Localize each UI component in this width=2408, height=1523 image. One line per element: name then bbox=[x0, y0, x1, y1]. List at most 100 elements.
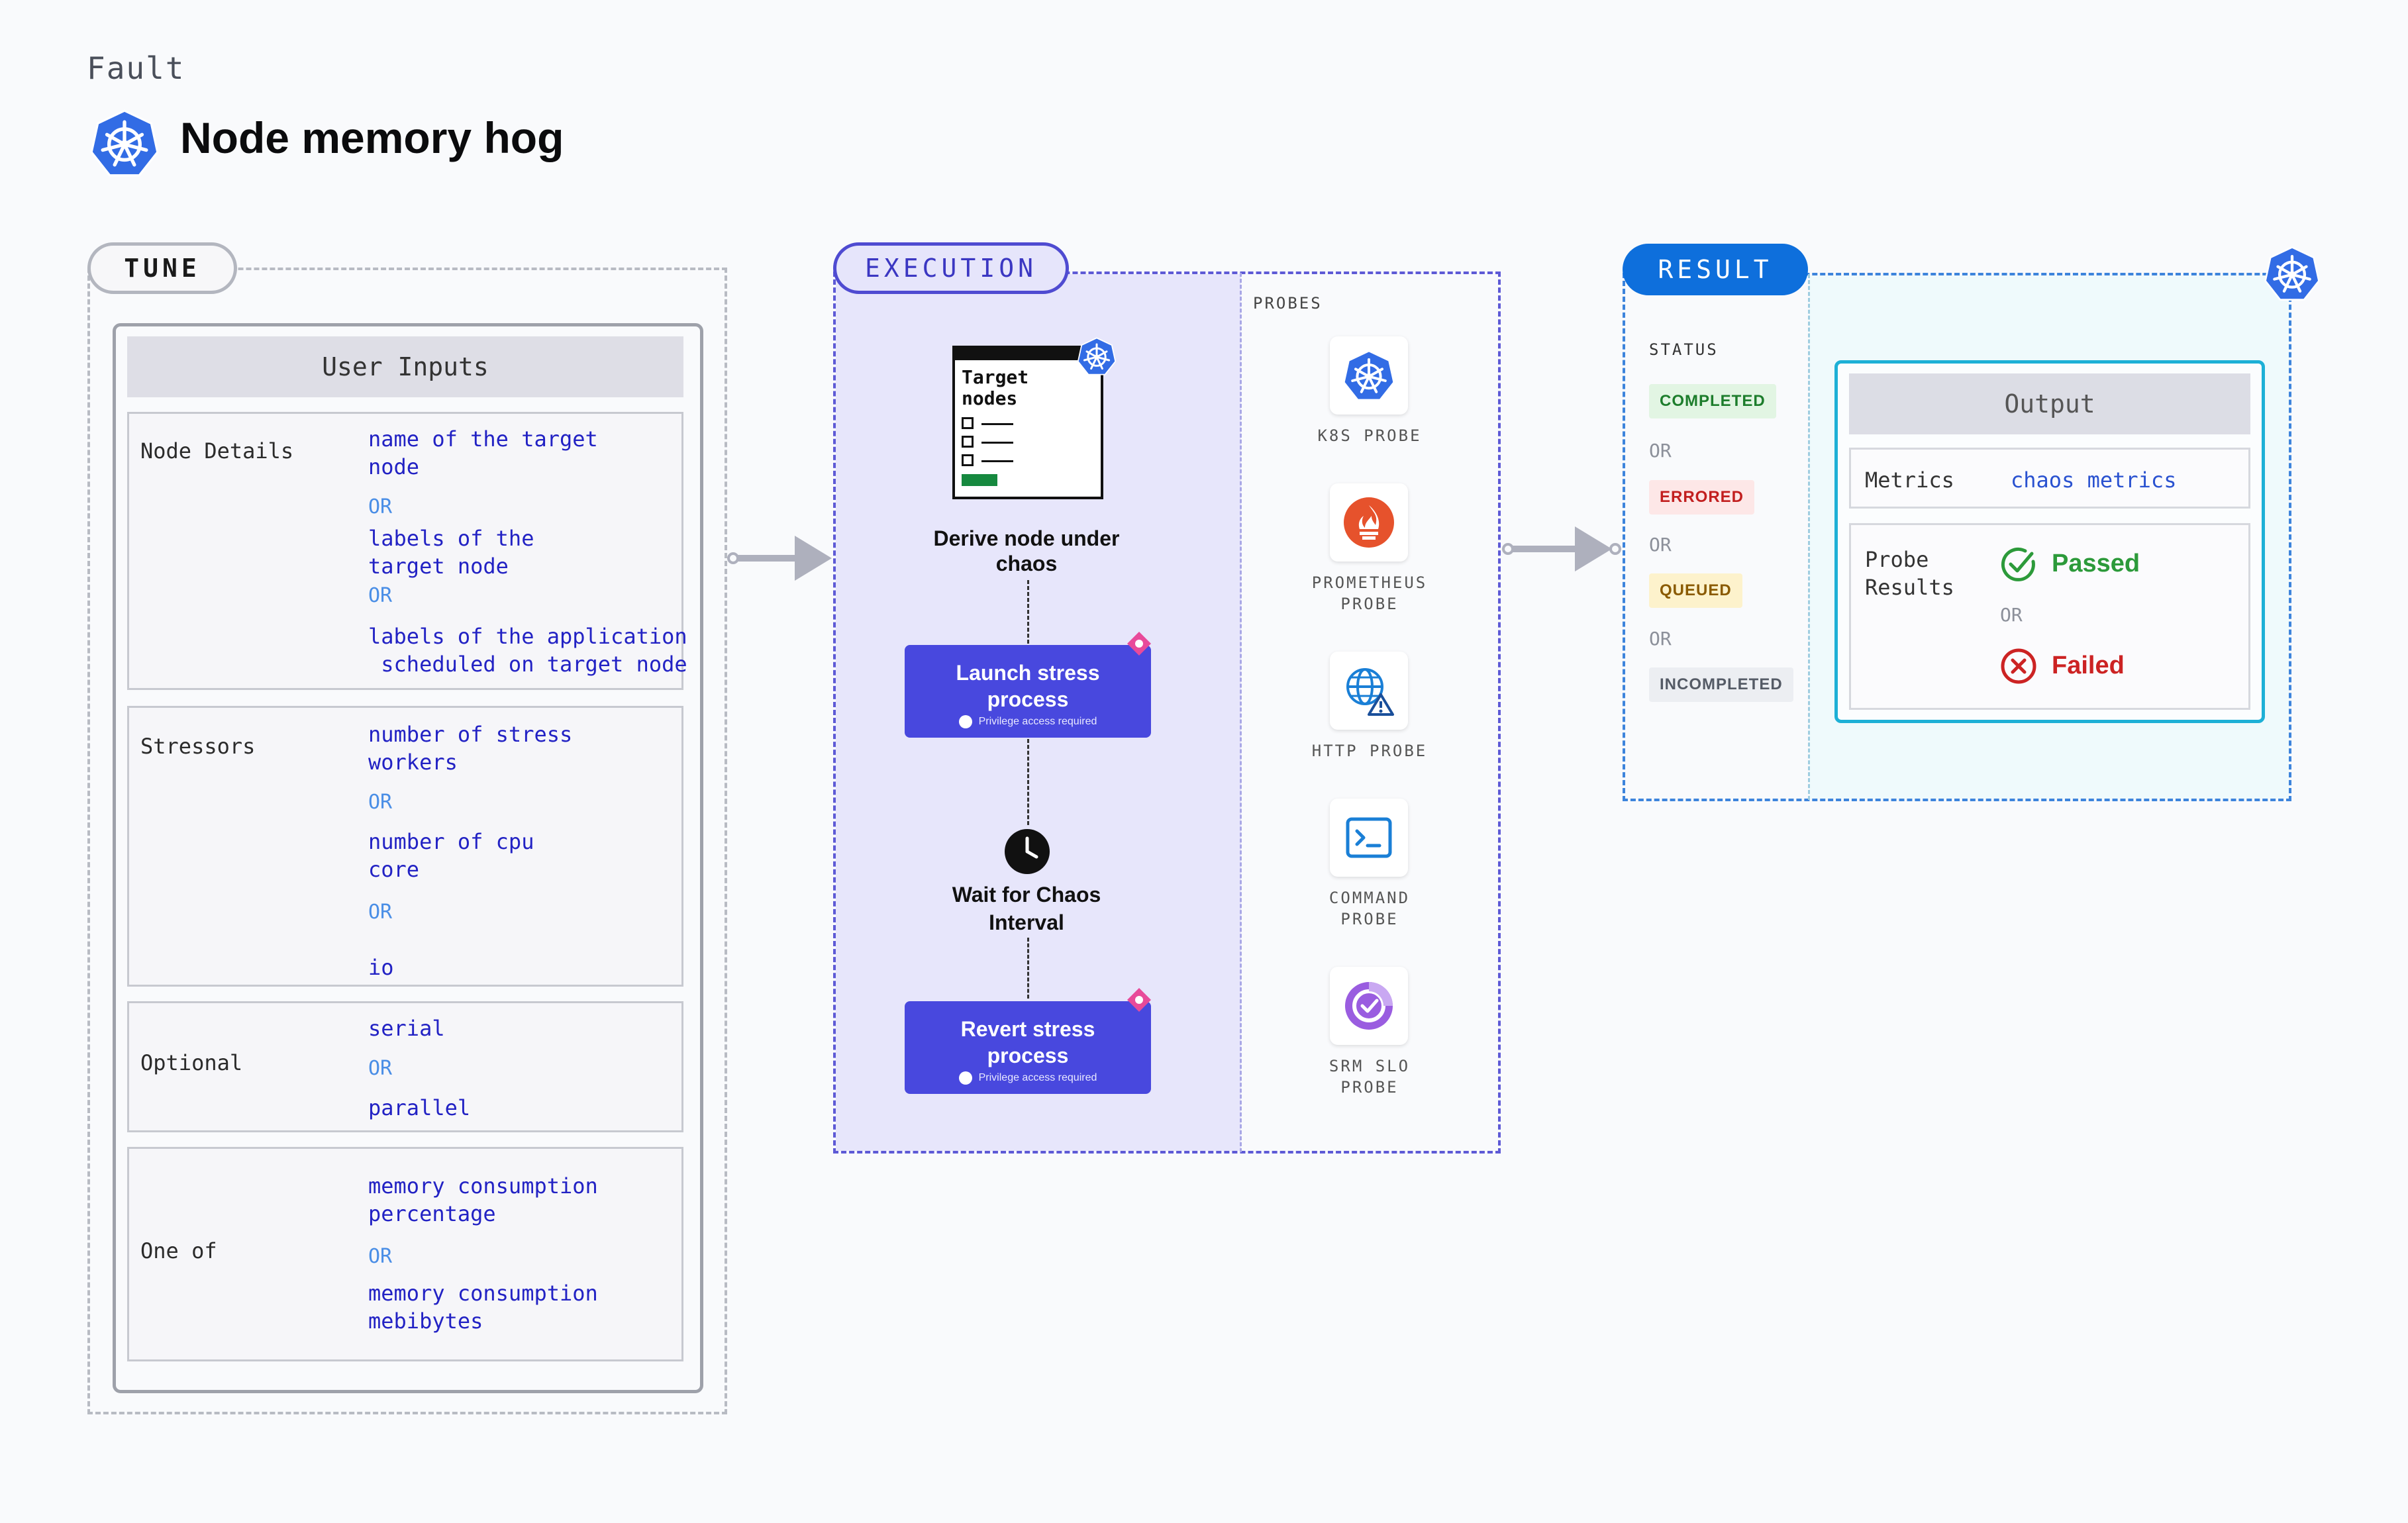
or-label: OR bbox=[1649, 628, 1672, 650]
lock-icon bbox=[958, 1071, 972, 1085]
prometheus-probe-tile bbox=[1330, 483, 1408, 562]
probe-name: PROMETHEUS PROBE bbox=[1311, 573, 1428, 613]
failed-label: Failed bbox=[2052, 652, 2125, 679]
stressors-group bbox=[127, 706, 683, 987]
passed-label: Passed bbox=[2052, 550, 2140, 577]
srm-slo-icon bbox=[1345, 982, 1393, 1030]
or-label: OR bbox=[368, 1245, 393, 1268]
execution-section bbox=[833, 271, 1501, 1154]
probe-name: K8S PROBE bbox=[1317, 426, 1422, 445]
probe-name: SRM SLO PROBE bbox=[1329, 1057, 1411, 1097]
page-title: Node memory hog bbox=[180, 113, 564, 162]
privilege-note: Privilege access required bbox=[905, 1071, 1151, 1085]
stressors-option: number of cpu core bbox=[368, 829, 534, 882]
one-of-option: memory consumption percentage bbox=[368, 1173, 598, 1226]
privilege-note: Privilege access required bbox=[905, 715, 1151, 728]
metrics-value: chaos metrics bbox=[2011, 467, 2177, 493]
node-details-group bbox=[127, 412, 683, 690]
step-launch-label: Launch stress process bbox=[956, 661, 1100, 711]
or-label: OR bbox=[2000, 604, 2023, 626]
optional-option: parallel bbox=[368, 1095, 471, 1120]
target-card-titlebar bbox=[955, 348, 1101, 360]
or-label: OR bbox=[368, 495, 393, 518]
check-circle-icon bbox=[2001, 547, 2035, 581]
step-wait-interval: Wait for Chaos Interval bbox=[952, 883, 1101, 934]
output-title: Output bbox=[1849, 373, 2250, 434]
target-nodes-card bbox=[952, 346, 1103, 499]
lock-icon bbox=[958, 715, 972, 728]
checkbox-icon bbox=[962, 436, 974, 448]
kubernetes-icon bbox=[1077, 336, 1117, 376]
result-pill: RESULT bbox=[1623, 244, 1808, 295]
metrics-row bbox=[1849, 448, 2250, 509]
or-label: OR bbox=[1649, 534, 1672, 556]
flow-connector bbox=[1027, 938, 1029, 999]
metrics-label: Metrics bbox=[1865, 467, 1954, 493]
target-nodes-label: Target nodes bbox=[962, 366, 1029, 409]
list-line bbox=[981, 460, 1013, 462]
optional-label: Optional bbox=[140, 1050, 243, 1075]
one-of-label: One of bbox=[140, 1238, 217, 1263]
result-divider bbox=[1808, 274, 1810, 800]
flow-arrow-line bbox=[1513, 546, 1576, 552]
status-badge-completed: COMPLETED bbox=[1649, 384, 1776, 418]
list-line bbox=[981, 423, 1013, 425]
or-label: OR bbox=[368, 584, 393, 607]
status-label: STATUS bbox=[1649, 340, 1719, 359]
probe-name: HTTP PROBE bbox=[1311, 742, 1428, 760]
probe-results-row bbox=[1849, 523, 2250, 710]
list-line bbox=[981, 442, 1013, 444]
command-probe-tile bbox=[1330, 799, 1408, 877]
probe-name: COMMAND PROBE bbox=[1329, 889, 1411, 928]
optional-group bbox=[127, 1001, 683, 1132]
prometheus-icon bbox=[1344, 497, 1394, 548]
stressors-option: io bbox=[368, 955, 394, 980]
node-details-option: name of the target node bbox=[368, 426, 598, 479]
tune-pill: TUNE bbox=[87, 242, 237, 294]
step-launch-stress: Launch stress process Privilege access r… bbox=[905, 645, 1151, 738]
kubernetes-icon bbox=[89, 108, 160, 178]
k8s-probe-tile bbox=[1330, 336, 1408, 415]
probes-label: PROBES bbox=[1253, 294, 1323, 313]
status-bar bbox=[962, 474, 997, 486]
connector-dot bbox=[1609, 543, 1621, 555]
or-label: OR bbox=[368, 791, 393, 814]
flow-connector bbox=[1027, 580, 1029, 644]
one-of-option: memory consumption mebibytes bbox=[368, 1281, 598, 1334]
x-circle-icon bbox=[2001, 648, 2036, 684]
node-details-option: labels of the application scheduled on t… bbox=[368, 624, 687, 677]
step-derive-node: Derive node under chaos bbox=[933, 526, 1120, 575]
status-badge-queued: QUEUED bbox=[1649, 573, 1742, 608]
execution-pill: EXECUTION bbox=[833, 242, 1069, 294]
step-revert-label: Revert stress process bbox=[960, 1017, 1095, 1067]
step-revert-stress: Revert stress process Privilege access r… bbox=[905, 1001, 1151, 1094]
probe-results-label: Probe Results bbox=[1865, 547, 1954, 600]
flow-arrow-line bbox=[738, 555, 797, 562]
tune-section bbox=[87, 268, 727, 1414]
checkbox-icon bbox=[962, 454, 974, 466]
status-badge-incompleted: INCOMPLETED bbox=[1649, 667, 1793, 702]
or-label: OR bbox=[368, 901, 393, 924]
chaos-icon bbox=[1127, 632, 1151, 656]
fault-kicker: Fault bbox=[87, 50, 185, 86]
optional-option: serial bbox=[368, 1016, 445, 1041]
kubernetes-icon bbox=[1342, 350, 1395, 401]
privilege-note-text: Privilege access required bbox=[978, 1072, 1097, 1083]
stressors-label: Stressors bbox=[140, 734, 256, 759]
flow-connector bbox=[1027, 739, 1029, 825]
flow-arrow-head bbox=[795, 536, 832, 581]
http-probe-tile bbox=[1330, 652, 1408, 730]
privilege-note-text: Privilege access required bbox=[978, 716, 1097, 727]
node-details-option: labels of the target node bbox=[368, 526, 534, 579]
kubernetes-icon bbox=[2264, 245, 2321, 302]
flow-arrow-head bbox=[1575, 526, 1612, 571]
globe-warning-icon bbox=[1346, 668, 1394, 716]
chaos-icon bbox=[1127, 988, 1151, 1012]
stressors-option: number of stress workers bbox=[368, 722, 573, 775]
checkbox-icon bbox=[962, 417, 974, 429]
user-inputs-title: User Inputs bbox=[127, 336, 683, 397]
one-of-group bbox=[127, 1147, 683, 1361]
or-label: OR bbox=[1649, 440, 1672, 462]
result-section bbox=[1623, 273, 2291, 801]
srm-slo-probe-tile bbox=[1330, 967, 1408, 1045]
